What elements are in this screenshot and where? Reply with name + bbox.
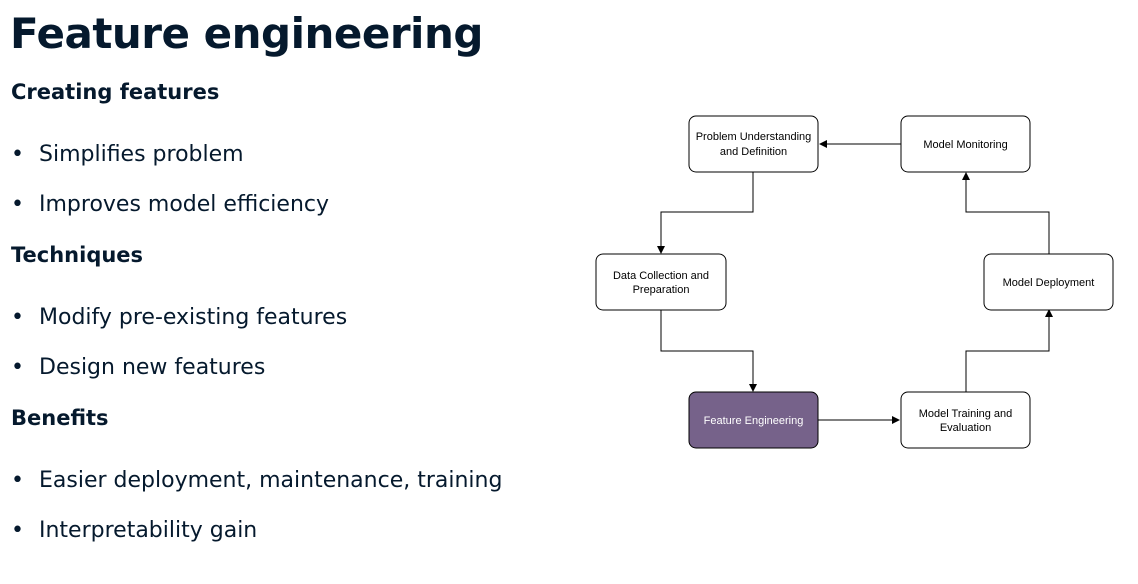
bullet-icon: •: [11, 355, 24, 380]
node-label-line: and Definition: [720, 146, 787, 158]
bullet-text: Improves model efficiency: [39, 192, 330, 217]
bullet-icon: •: [11, 192, 24, 217]
edge-deployment-to-monitoring: [962, 172, 1050, 254]
bullet-icon: •: [11, 468, 24, 493]
bullet-item: • Simplifies problem: [11, 140, 244, 170]
node-label-line: Data Collection and: [613, 270, 709, 282]
edge-training-to-deployment: [965, 309, 1053, 392]
node-label-line: Model Monitoring: [923, 139, 1007, 151]
bullet-item: • Interpretability gain: [11, 516, 257, 546]
bullet-item: • Design new features: [11, 353, 265, 383]
node-label-line: Model Deployment: [1003, 277, 1095, 289]
node-model-training: Model Training and Evaluation: [900, 391, 1031, 449]
node-data-collection: Data Collection and Preparation: [595, 253, 727, 311]
node-label-line: Feature Engineering: [704, 415, 804, 427]
bullet-item: • Improves model efficiency: [11, 190, 329, 220]
bullet-item: • Easier deployment, maintenance, trainin…: [11, 466, 502, 496]
node-label-line: Evaluation: [940, 422, 991, 434]
bullet-text: Modify pre-existing features: [39, 305, 348, 330]
bullet-text: Design new features: [39, 355, 266, 380]
section-heading-creating-features: Creating features: [11, 80, 220, 104]
bullet-text: Simplifies problem: [39, 142, 244, 167]
node-model-monitoring: Model Monitoring: [900, 115, 1031, 173]
bullet-icon: •: [11, 518, 24, 543]
edge-problem-to-data: [657, 172, 754, 254]
bullet-item: • Modify pre-existing features: [11, 303, 347, 333]
section-heading-benefits: Benefits: [11, 406, 109, 430]
node-feature-engineering: Feature Engineering: [688, 391, 819, 449]
section-heading-techniques: Techniques: [11, 243, 144, 267]
node-model-deployment: Model Deployment: [983, 253, 1114, 311]
bullet-icon: •: [11, 305, 24, 330]
node-problem-understanding: Problem Understanding and Definition: [688, 115, 819, 173]
bullet-icon: •: [11, 142, 24, 167]
bullet-text: Interpretability gain: [39, 518, 258, 543]
edge-data-to-feature: [660, 310, 757, 392]
node-label-line: Preparation: [633, 284, 690, 296]
bullet-text: Easier deployment, maintenance, training: [39, 468, 503, 493]
node-label-line: Problem Understanding: [696, 131, 812, 143]
page-title: Feature engineering: [10, 9, 483, 58]
node-label-line: Model Training and: [919, 408, 1013, 420]
